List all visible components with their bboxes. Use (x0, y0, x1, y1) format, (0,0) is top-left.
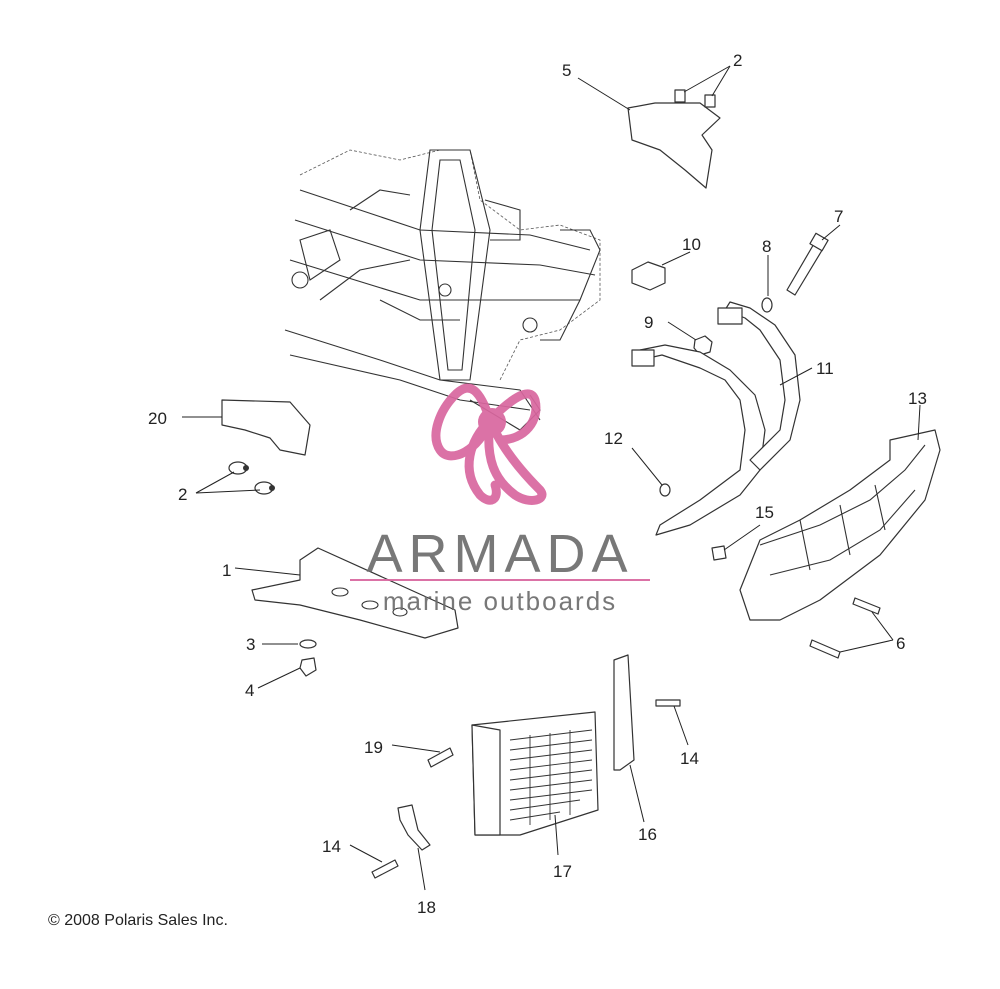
callout-2-top: 2 (733, 51, 742, 70)
part-19-bolt (427, 747, 454, 768)
part-18-bracket (397, 804, 431, 851)
callout-13: 13 (908, 389, 927, 408)
copyright-notice: © 2008 Polaris Sales Inc. (48, 912, 228, 929)
part-11-front-bumper (631, 301, 801, 536)
callout-2-left: 2 (178, 485, 187, 504)
callout-9: 9 (644, 313, 653, 332)
callout-12: 12 (604, 429, 623, 448)
callout-14-right: 14 (680, 749, 699, 768)
callout-6: 6 (896, 634, 905, 653)
part-2-screws-top (674, 89, 716, 108)
propeller-logo-icon (431, 383, 547, 505)
part-4-fastener (299, 657, 317, 677)
callout-1: 1 (222, 561, 231, 580)
part-15-screw (711, 545, 727, 561)
part-2-screws-left (228, 461, 275, 495)
callout-18: 18 (417, 898, 436, 917)
callout-8: 8 (762, 237, 771, 256)
vehicle-frame (284, 149, 601, 431)
callout-7: 7 (834, 207, 843, 226)
part-1-skid-plate (251, 547, 459, 639)
part-7-bolt (786, 232, 829, 296)
part-1-holes (331, 587, 408, 617)
part-16-side-panel (613, 654, 635, 771)
callout-17: 17 (553, 862, 572, 881)
callout-10: 10 (682, 235, 701, 254)
callout-20: 20 (148, 409, 167, 428)
callout-3: 3 (246, 635, 255, 654)
part-12-washer (659, 483, 671, 497)
callout-5: 5 (562, 61, 571, 80)
watermark-brand: ARMADA (366, 524, 633, 584)
callout-15: 15 (755, 503, 774, 522)
part-6-pins (809, 597, 881, 659)
callout-19: 19 (364, 738, 383, 757)
callout-4: 4 (245, 681, 254, 700)
part-14-bolt-right (655, 699, 681, 707)
part-14-bolt-left (371, 859, 399, 879)
part-3-washer (299, 639, 317, 649)
part-17-grille (471, 711, 599, 836)
callout-16: 16 (638, 825, 657, 844)
part-9-nut (693, 335, 713, 356)
watermark: ARMADA marine outboards (350, 383, 650, 616)
part-8-washer (761, 297, 773, 313)
callout-14-left: 14 (322, 837, 341, 856)
callout-labels: 1 2 2 3 4 5 6 7 8 9 10 11 12 13 14 14 15… (148, 51, 927, 917)
propeller-hub-icon (478, 408, 506, 436)
callout-11: 11 (816, 359, 834, 378)
part-20-side-panel (221, 399, 311, 456)
watermark-tagline: marine outboards (383, 586, 617, 616)
part-10-block (631, 261, 666, 291)
part-13-skid-plate (739, 429, 941, 621)
part-5-bracket (627, 102, 721, 189)
